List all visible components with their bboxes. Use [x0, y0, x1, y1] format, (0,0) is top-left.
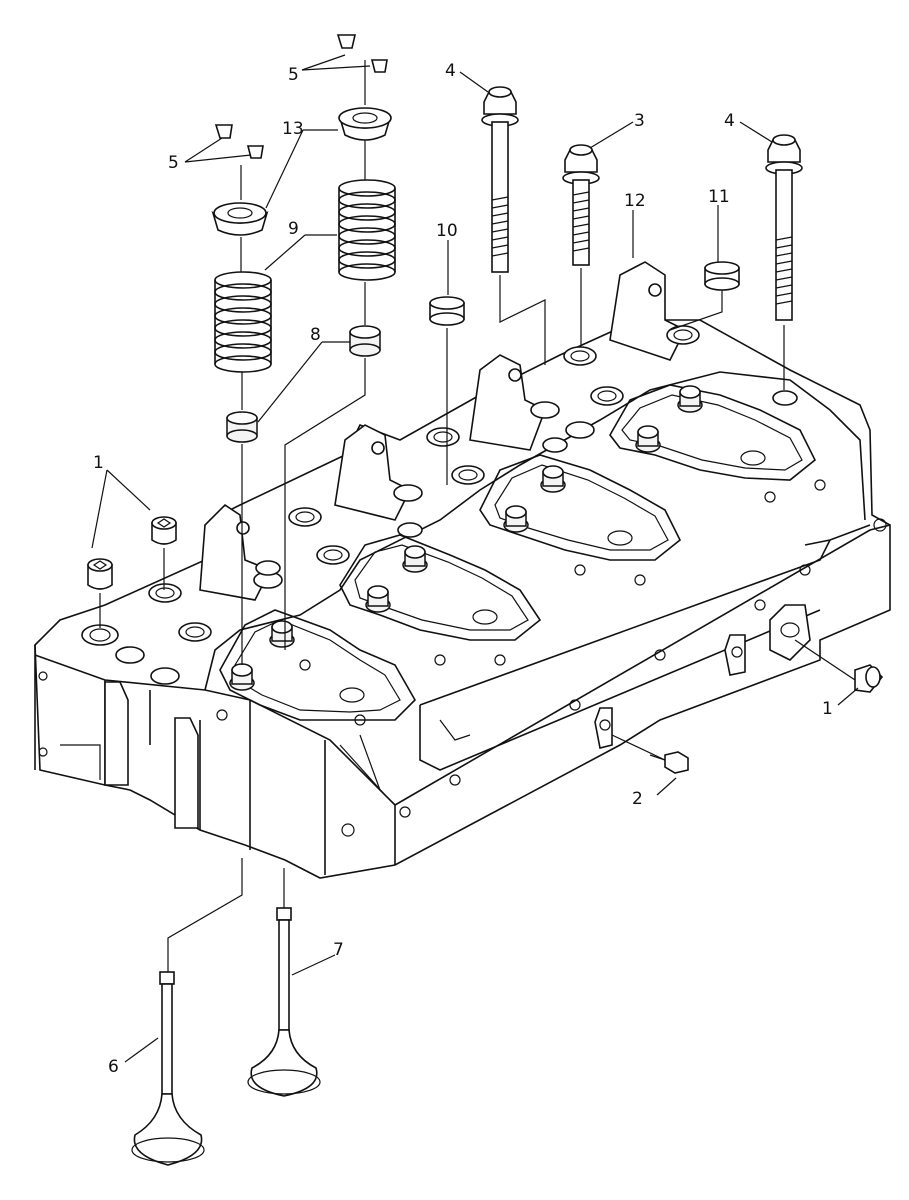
callout-13: 13	[282, 119, 304, 139]
callout-5-lower: 5	[168, 153, 179, 173]
callout-9: 9	[288, 219, 299, 239]
plug-part-1-left	[87, 516, 177, 590]
callout-8: 8	[310, 325, 321, 345]
bolt-part-3	[562, 144, 600, 266]
sleeve-part-10	[429, 296, 465, 326]
callout-2: 2	[632, 789, 643, 809]
retainer-part-13-lower	[211, 202, 269, 236]
bolt-part-4-left	[481, 86, 519, 273]
callout-4-left: 4	[445, 61, 456, 81]
callout-1-left: 1	[93, 453, 104, 473]
callout-10: 10	[436, 221, 458, 241]
valve-part-6	[131, 971, 205, 1166]
plug-part-1-right	[854, 664, 884, 693]
collet-part-5-upper	[336, 34, 388, 73]
bolt-bosses	[81, 325, 798, 685]
callout-5-upper: 5	[288, 65, 299, 85]
spring-part-9-lower	[214, 271, 272, 373]
callout-labels: 1 1 2 3 4 4 5 5 6 7 8 9 10 11 12 13	[93, 61, 833, 1077]
callout-4-right: 4	[724, 111, 735, 131]
stem-seal-part-8-upper	[349, 325, 381, 357]
callout-1-right: 1	[822, 699, 833, 719]
callout-11: 11	[708, 187, 730, 207]
spring-part-9-upper	[338, 179, 396, 281]
callout-12: 12	[624, 191, 646, 211]
callout-3: 3	[634, 111, 645, 131]
sleeve-part-11	[704, 261, 740, 291]
collet-part-5-lower	[214, 124, 264, 159]
cylinder-head	[34, 261, 891, 879]
valve-part-7	[247, 907, 321, 1097]
callout-6: 6	[108, 1057, 119, 1077]
callout-7: 7	[333, 940, 344, 960]
stem-seal-part-8-lower	[226, 411, 258, 443]
bolt-part-4-right	[765, 134, 803, 321]
callout-leaders	[91, 54, 859, 1063]
retainer-part-13-upper	[338, 107, 392, 141]
installed-valves	[229, 385, 766, 703]
assembly-axis-lines	[99, 60, 856, 972]
